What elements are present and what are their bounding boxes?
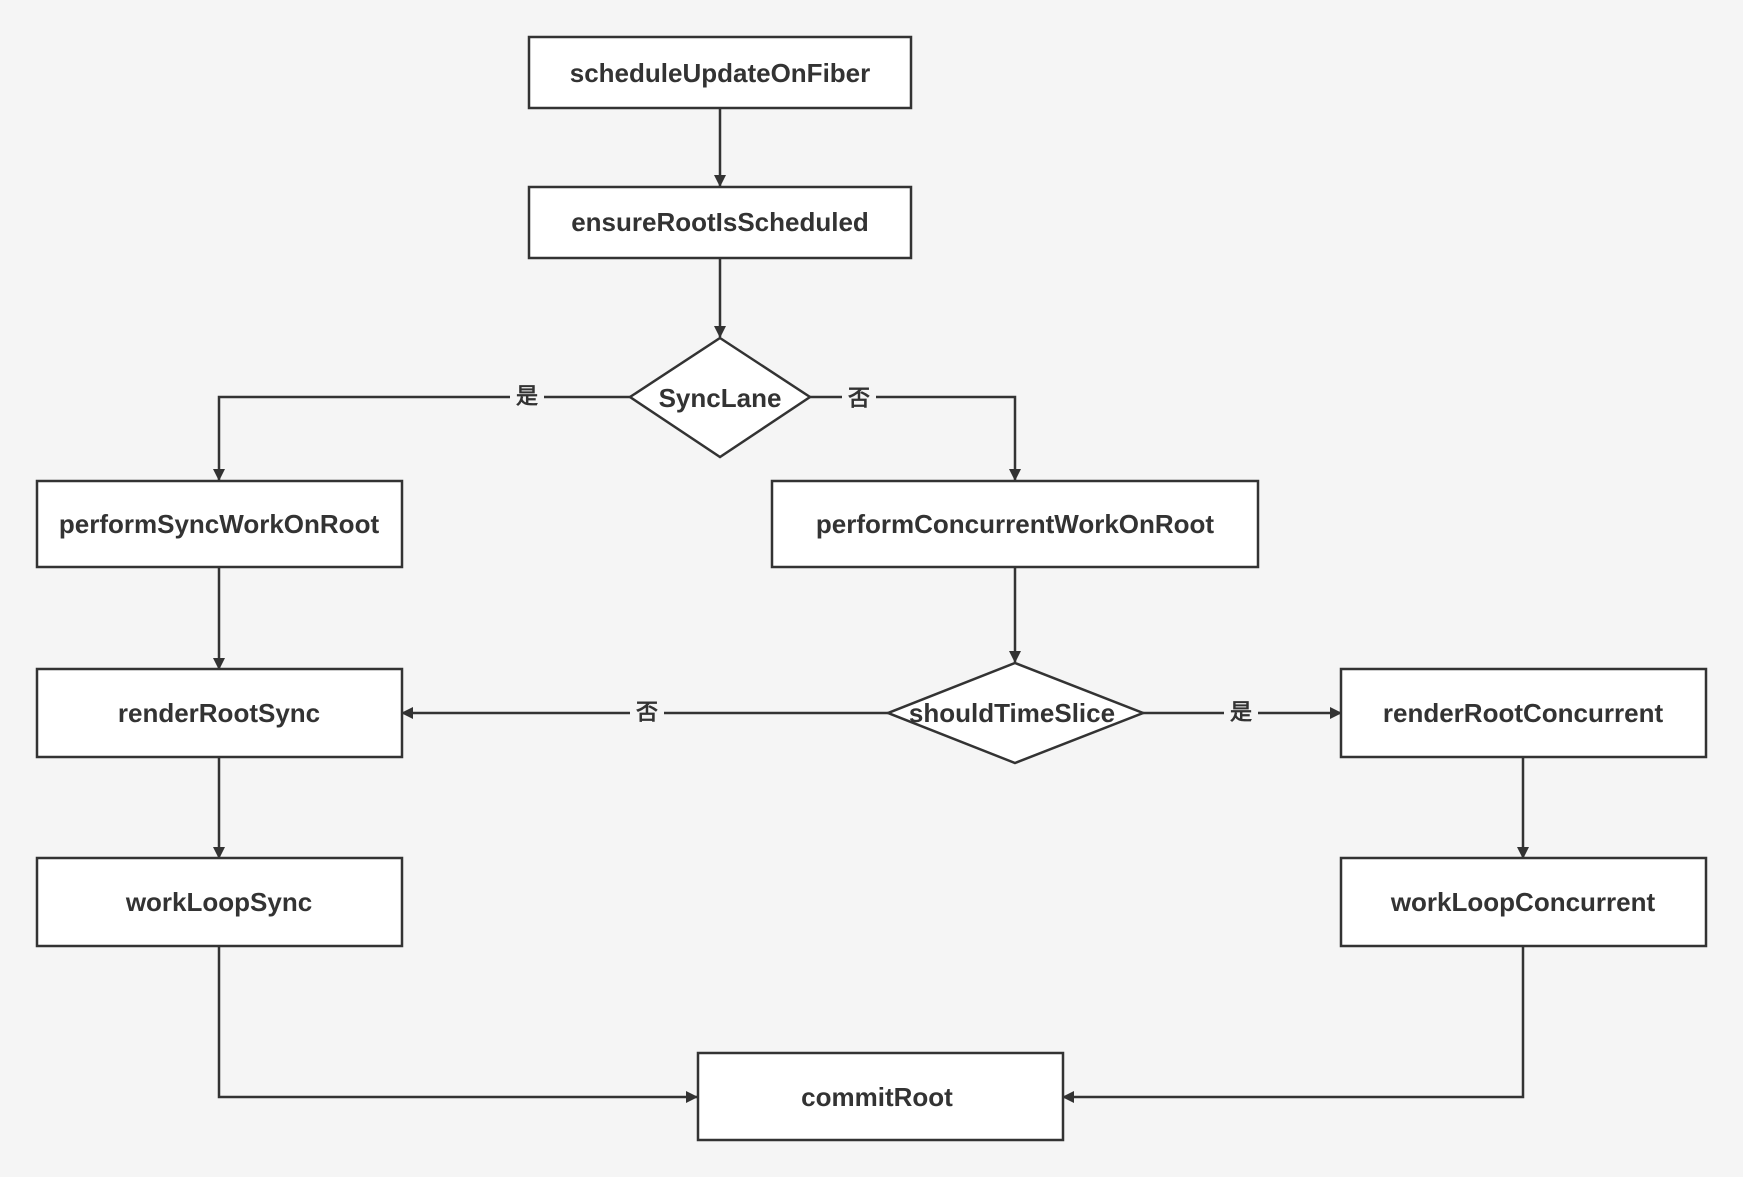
node-commit-root: commitRoot [696,1051,1065,1142]
node-label: ensureRootIsScheduled [571,207,869,237]
node-schedule-update-on-fiber: scheduleUpdateOnFiber [527,35,913,110]
edge-synclane-no-to-perform-concurrent [810,395,1021,481]
node-perform-sync-work-on-root: performSyncWorkOnRoot [35,479,404,569]
decision-label: SyncLane [659,383,782,413]
decision-label: shouldTimeSlice [909,698,1115,728]
nodes: scheduleUpdateOnFiber ensureRootIsSchedu… [35,35,1708,1142]
node-label: workLoopSync [125,887,312,917]
edge-synclane-yes-to-perform-sync [213,395,630,481]
decision-sync-lane: SyncLane [627,336,813,459]
node-label: renderRootConcurrent [1383,698,1664,728]
edge-label-synclane-yes: 是 [516,385,538,410]
edge-label-time-slice-no: 否 [635,701,658,726]
node-render-root-concurrent: renderRootConcurrent [1339,667,1708,759]
node-ensure-root-is-scheduled: ensureRootIsScheduled [527,185,913,260]
node-work-loop-concurrent: workLoopConcurrent [1339,856,1708,948]
edge-work-loop-sync-to-commit [217,946,698,1103]
node-render-root-sync: renderRootSync [35,667,404,759]
edge-work-loop-concurrent-to-commit [1062,946,1525,1103]
edge-label-time-slice-yes: 是 [1230,701,1252,726]
decision-should-time-slice: shouldTimeSlice [884,661,1147,765]
node-label: commitRoot [801,1082,953,1112]
node-label: scheduleUpdateOnFiber [570,58,871,88]
edge-label-synclane-no: 否 [847,387,870,412]
edge-labels: 是 否 否 是 [510,382,1258,728]
node-perform-concurrent-work-on-root: performConcurrentWorkOnRoot [770,479,1260,569]
node-label: workLoopConcurrent [1390,887,1656,917]
node-work-loop-sync: workLoopSync [35,856,404,948]
node-label: performConcurrentWorkOnRoot [816,509,1215,539]
node-label: renderRootSync [118,698,320,728]
node-label: performSyncWorkOnRoot [59,509,380,539]
